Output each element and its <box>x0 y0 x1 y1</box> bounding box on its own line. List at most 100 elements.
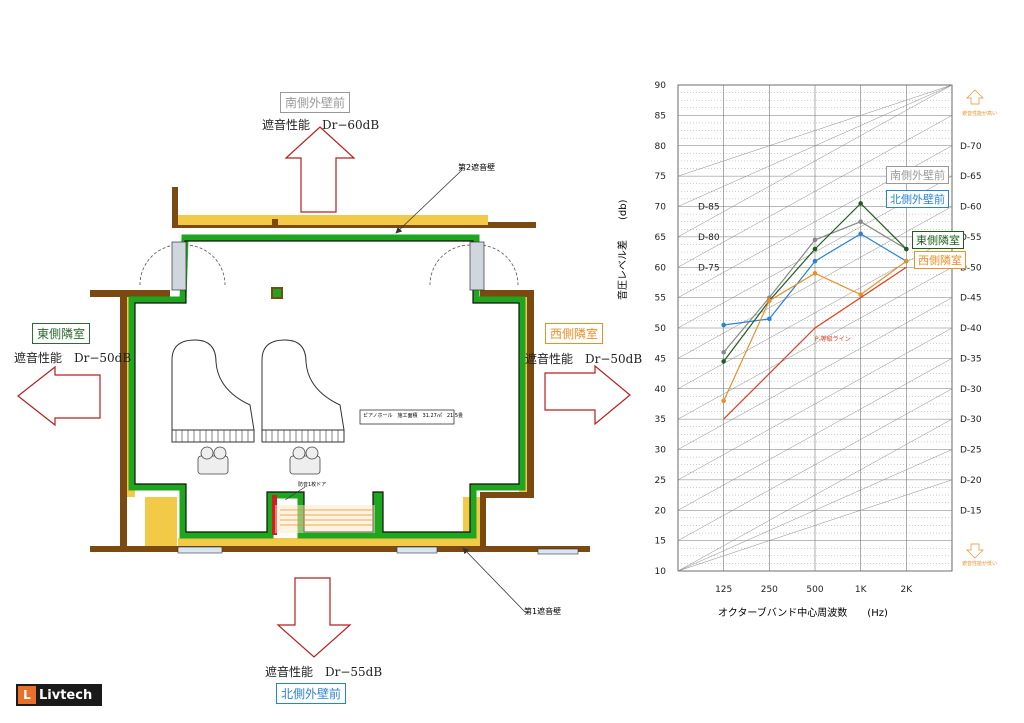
y-tick-label: 35 <box>655 415 666 425</box>
label-north: 北側外壁前 <box>276 683 347 704</box>
chart-ylabel: 音圧レベル差 (db) <box>618 199 629 301</box>
performance-east: 遮音性能 Dr−50dB <box>14 351 132 365</box>
room-note-box <box>359 409 455 425</box>
right-tick-label: D-50 <box>960 263 982 273</box>
door-left <box>139 244 226 286</box>
d-curve-label: D-75 <box>698 263 720 273</box>
d-curve-label: D-85 <box>698 203 720 213</box>
d-curve-line <box>677 297 953 450</box>
right-tick-label: D-40 <box>960 324 982 334</box>
right-tick-label: D-30 <box>960 415 982 425</box>
data-point <box>721 359 726 364</box>
logo-text: Livtech <box>39 687 93 703</box>
door-wall-red <box>272 495 277 535</box>
right-tick-label: D-70 <box>960 142 982 152</box>
d-curve-line <box>677 206 953 359</box>
legend-north: 北側外壁前 <box>886 190 949 208</box>
performance-west: 遮音性能 Dr−50dB <box>525 352 643 366</box>
right-tick-label: D-60 <box>960 203 982 213</box>
entry-floor <box>275 505 375 533</box>
door-frame-right <box>469 241 485 291</box>
data-point <box>721 350 726 355</box>
y-tick-label: 70 <box>655 203 667 213</box>
right-tick-label: D-25 <box>960 446 982 456</box>
better-arrow-icon <box>966 89 984 105</box>
right-tick-label: D-15 <box>960 506 982 516</box>
d-curve-line <box>677 358 953 511</box>
data-point <box>858 201 863 206</box>
performance-south: 遮音性能 Dr−60dB <box>262 118 380 132</box>
d-curve-line <box>677 418 953 572</box>
label-east: 東側隣室 <box>32 323 91 344</box>
d-curve-line <box>677 479 953 572</box>
right-tick-label: D-35 <box>960 354 982 364</box>
d-curve-line <box>677 84 953 177</box>
y-tick-label: 40 <box>655 385 667 395</box>
worse-arrow-icon <box>966 543 984 559</box>
entry-hatch <box>280 509 372 526</box>
arrow-east <box>17 365 101 427</box>
data-point <box>721 398 726 404</box>
y-tick-label: 15 <box>655 537 666 547</box>
performance-north: 遮音性能 Dr−55dB <box>265 665 383 679</box>
y-tick-label: 10 <box>655 567 667 577</box>
arrow-west <box>544 364 631 426</box>
data-point <box>858 231 863 237</box>
legend-east: 東側隣室 <box>912 231 964 249</box>
piano-bench-right <box>289 446 321 475</box>
data-point <box>812 237 818 243</box>
y-tick-label: 45 <box>655 354 666 364</box>
y-tick-label: 85 <box>655 111 666 121</box>
x-tick-label: 250 <box>761 585 778 595</box>
right-tick-label: D-65 <box>960 172 982 182</box>
d-curve-label: D-80 <box>698 233 720 243</box>
data-point <box>812 258 818 264</box>
room-note: ピアノホール 施工面積 31.27㎡ 21.5畳 <box>363 413 463 419</box>
y-tick-label: 75 <box>655 172 666 182</box>
piano-bench-left <box>197 446 229 475</box>
arrow-north <box>276 577 352 658</box>
d-curve-line <box>677 84 953 207</box>
label-south: 南側外壁前 <box>280 92 351 113</box>
d-curve-line <box>677 449 953 572</box>
data-point <box>767 316 772 322</box>
legend-south: 南側外壁前 <box>886 166 949 184</box>
right-tick-label: D-30 <box>960 385 982 395</box>
y-tick-label: 60 <box>655 263 667 273</box>
piano-right <box>261 339 345 443</box>
logo-mark-icon: L <box>18 686 36 704</box>
d-curve-line <box>677 388 953 541</box>
y-tick-label: 65 <box>655 233 666 243</box>
door-frame-left <box>171 241 187 291</box>
arrow-south <box>284 126 356 213</box>
series-line <box>723 266 907 420</box>
x-tick-label: 1K <box>855 585 868 595</box>
right-tick-label: D-55 <box>960 233 982 243</box>
right-tick-label: D-20 <box>960 476 982 486</box>
second-wall-label: 第2遮音壁 <box>458 163 496 172</box>
floor-plan <box>17 126 631 658</box>
data-point <box>904 246 909 252</box>
legend-west: 西側隣室 <box>914 251 966 269</box>
data-point <box>858 292 863 297</box>
data-point <box>904 258 909 264</box>
door-right <box>429 244 519 286</box>
data-point <box>767 298 772 303</box>
d-curve-line <box>677 267 953 420</box>
y-tick-label: 90 <box>655 81 667 91</box>
d-curve-line <box>677 84 953 238</box>
piano-left <box>171 339 255 443</box>
y-tick-label: 25 <box>655 476 666 486</box>
window-bottom-left <box>177 546 223 554</box>
arrow-note-top: 遮音性能が高い <box>962 111 998 117</box>
data-point <box>812 246 818 252</box>
d-curve-line <box>677 115 953 268</box>
arrow-note-bottom: 遮音性能が低い <box>962 561 998 567</box>
x-tick-label: 125 <box>715 585 732 595</box>
data-point <box>812 271 818 276</box>
data-point <box>721 322 726 328</box>
data-point <box>858 219 863 224</box>
window-bottom-right <box>537 548 579 555</box>
y-tick-label: 80 <box>655 142 667 152</box>
chart-xlabel: オクターブバンド中心周波数 (Hz) <box>718 608 888 619</box>
